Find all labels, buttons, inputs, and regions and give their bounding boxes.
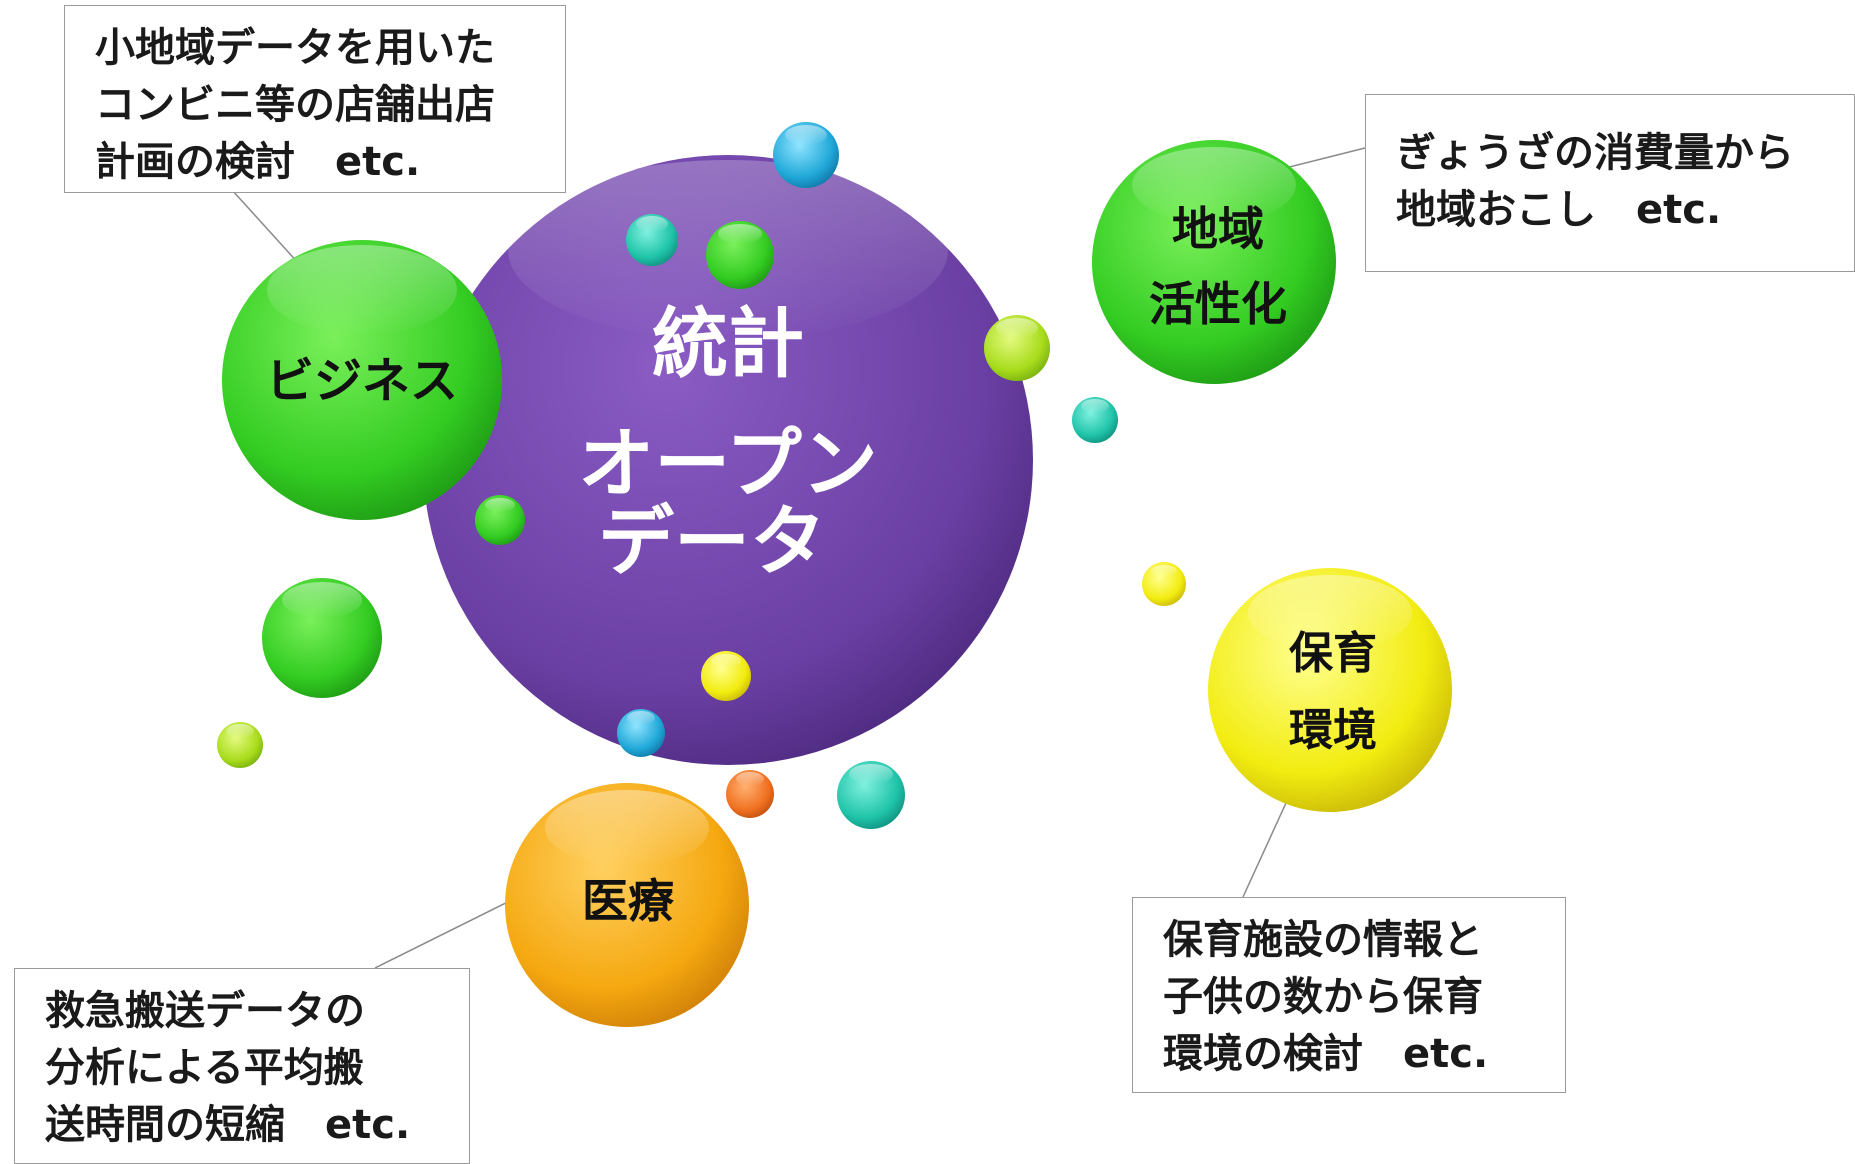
small-bubble-ygreen-right <box>984 315 1050 381</box>
callout-business-line-1: 小地域データを用いた <box>95 25 495 71</box>
callout-business: 小地域データを用いた コンビニ等の店舗出店 計画の検討 etc. <box>64 5 566 193</box>
small-bubble-orange-bottom <box>726 770 774 818</box>
center-label-data: データ <box>598 497 826 586</box>
small-bubble-cyan-top <box>773 122 839 188</box>
business-label: ビジネス <box>266 353 458 409</box>
business-bubble <box>222 240 502 520</box>
small-bubble-teal-top <box>626 214 678 266</box>
callout-childcare: 保育施設の情報と 子供の数から保育 環境の検討 etc. <box>1132 897 1566 1093</box>
center-label-statistics: 統計 <box>652 299 804 388</box>
medical-bubble <box>505 783 749 1027</box>
small-bubble-teal-right <box>1072 397 1118 443</box>
medical-label: 医療 <box>582 874 674 928</box>
callout-childcare-line-2: 子供の数から保育 <box>1163 974 1483 1020</box>
callout-region-line-2: 地域おこし etc. <box>1396 187 1722 233</box>
callout-region-line-1: ぎょうざの消費量から <box>1396 130 1794 176</box>
small-bubble-green-lower-left <box>262 578 382 698</box>
small-bubble-ygreen-left <box>217 722 263 768</box>
callout-childcare-line-1: 保育施設の情報と <box>1163 917 1483 963</box>
small-bubble-teal-bottom <box>837 761 905 829</box>
region-label-line1: 地域 <box>1172 202 1264 256</box>
callout-business-line-2: コンビニ等の店舗出店 <box>95 82 495 128</box>
decorative-bubbles <box>217 122 1186 829</box>
callout-region: ぎょうざの消費量から 地域おこし etc. <box>1365 94 1855 272</box>
childcare-label-line1: 保育 <box>1289 628 1377 679</box>
childcare-label-line2: 環境 <box>1289 705 1377 756</box>
small-bubble-yellow-center <box>701 651 751 701</box>
small-bubble-cyan-bottom <box>617 709 665 757</box>
region-bubble <box>1092 140 1336 384</box>
callout-medical-line-3: 送時間の短縮 etc. <box>45 1102 411 1148</box>
small-bubble-green-left <box>475 495 525 545</box>
small-bubble-green-top <box>706 221 774 289</box>
region-label-line2: 活性化 <box>1149 277 1287 331</box>
callout-childcare-line-3: 環境の検討 etc. <box>1163 1031 1489 1077</box>
callout-business-line-3: 計画の検討 etc. <box>95 139 421 185</box>
childcare-bubble <box>1208 568 1452 812</box>
callout-medical-line-1: 救急搬送データの <box>45 988 365 1034</box>
callout-medical: 救急搬送データの 分析による平均搬 送時間の短縮 etc. <box>14 968 470 1164</box>
callout-medical-line-2: 分析による平均搬 <box>45 1045 364 1091</box>
small-bubble-yellow-right <box>1142 562 1186 606</box>
center-label-open: オープン <box>578 419 877 508</box>
